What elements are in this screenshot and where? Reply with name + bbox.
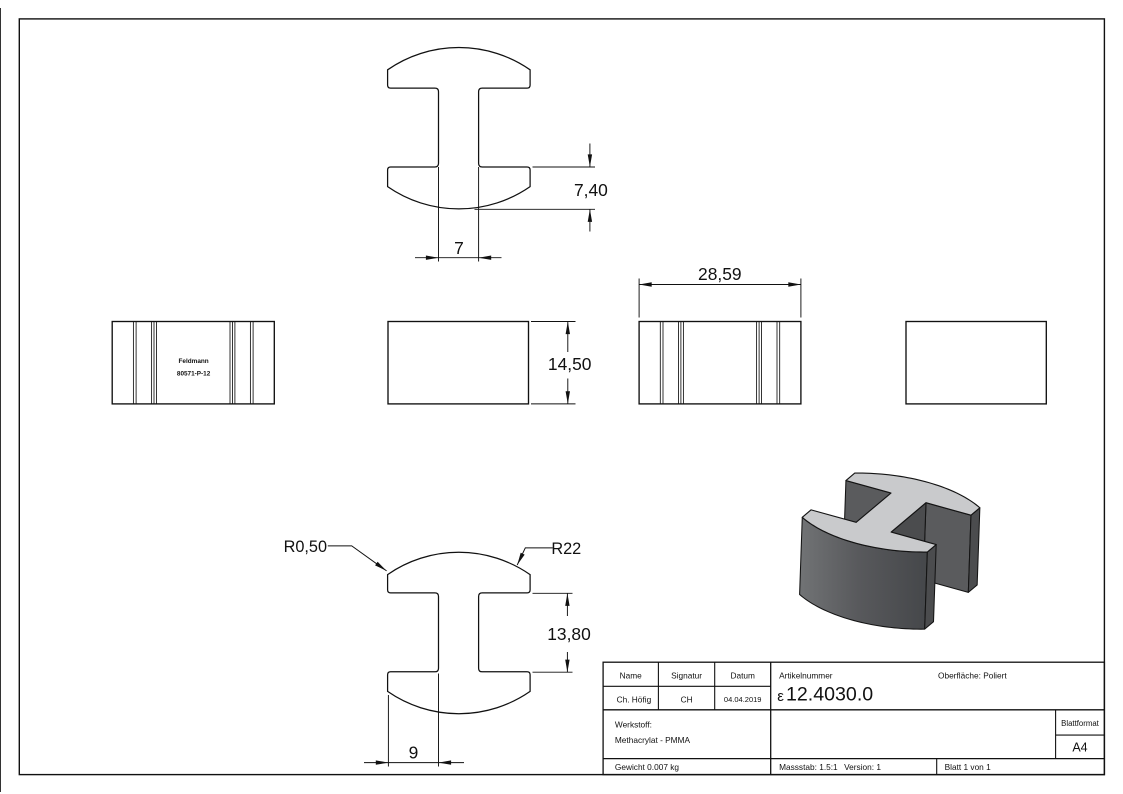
svg-text:Feldmann: Feldmann (179, 358, 209, 365)
svg-text:Werkstoff:: Werkstoff: (615, 719, 652, 729)
svg-text:ε: ε (777, 688, 784, 705)
svg-text:7: 7 (454, 238, 464, 258)
svg-text:Blatt 1 von 1: Blatt 1 von 1 (945, 762, 992, 772)
svg-text:Gewicht 0.007 kg: Gewicht 0.007 kg (615, 762, 679, 772)
svg-text:R22: R22 (551, 540, 581, 558)
svg-text:9: 9 (409, 743, 419, 763)
svg-text:7,40: 7,40 (574, 180, 608, 200)
svg-text:Ch. Höfig: Ch. Höfig (617, 694, 652, 704)
svg-text:Version: 1: Version: 1 (844, 762, 881, 772)
svg-text:14,50: 14,50 (548, 354, 592, 374)
svg-text:Artikelnummer: Artikelnummer (779, 671, 833, 681)
svg-text:Oberfläche: Poliert: Oberfläche: Poliert (938, 671, 1007, 681)
svg-text:04.04.2019: 04.04.2019 (724, 695, 762, 704)
svg-text:Methacrylat - PMMA: Methacrylat - PMMA (615, 735, 691, 745)
svg-text:CH: CH (681, 694, 693, 704)
svg-text:Blattformat: Blattformat (1061, 719, 1100, 728)
svg-text:13,80: 13,80 (547, 624, 591, 644)
svg-text:80571-P-12: 80571-P-12 (177, 370, 211, 377)
svg-text:12.4030.0: 12.4030.0 (786, 683, 873, 705)
svg-text:Massstab: 1.5:1: Massstab: 1.5:1 (779, 762, 838, 772)
svg-text:Name: Name (620, 671, 643, 681)
svg-text:28,59: 28,59 (698, 264, 742, 284)
svg-text:Signatur: Signatur (671, 671, 702, 681)
svg-text:R0,50: R0,50 (284, 538, 327, 556)
svg-text:A4: A4 (1072, 741, 1087, 755)
svg-text:Datum: Datum (730, 671, 755, 681)
